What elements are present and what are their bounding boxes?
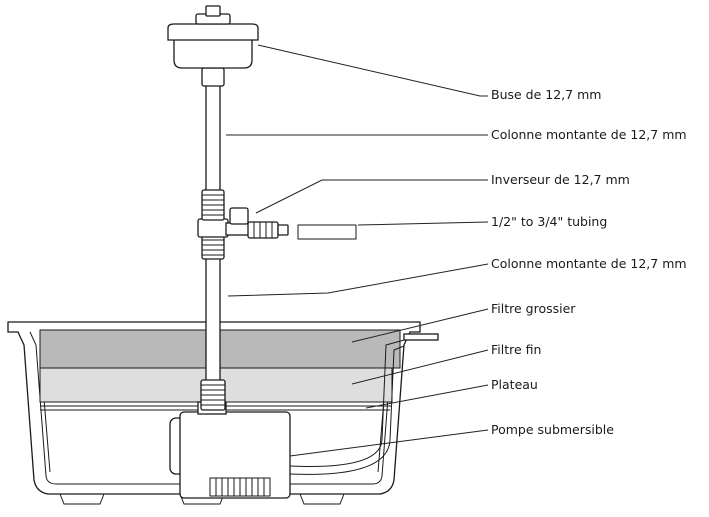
label-tray: Plateau — [491, 377, 538, 392]
tubing — [297, 224, 357, 240]
label-coarse-filter: Filtre grossier — [491, 301, 576, 316]
label-fine-filter: Filtre fin — [491, 342, 542, 357]
label-riser-top: Colonne montante de 12,7 mm — [491, 127, 687, 142]
riser-upper — [201, 67, 225, 221]
leader-lines — [226, 44, 489, 457]
diverter-valve — [197, 207, 289, 239]
label-tubing: 1/2" to 3/4" tubing — [491, 214, 608, 229]
return-tube — [289, 339, 405, 475]
label-diverter: Inverseur de 12,7 mm — [491, 172, 630, 187]
pump-body — [169, 401, 291, 499]
nozzle — [167, 5, 259, 69]
label-riser-bottom: Colonne montante de 12,7 mm — [491, 256, 687, 271]
label-pump: Pompe submersible — [491, 422, 614, 437]
label-nozzle: Buse de 12,7 mm — [491, 87, 602, 102]
riser-lower — [200, 234, 226, 411]
